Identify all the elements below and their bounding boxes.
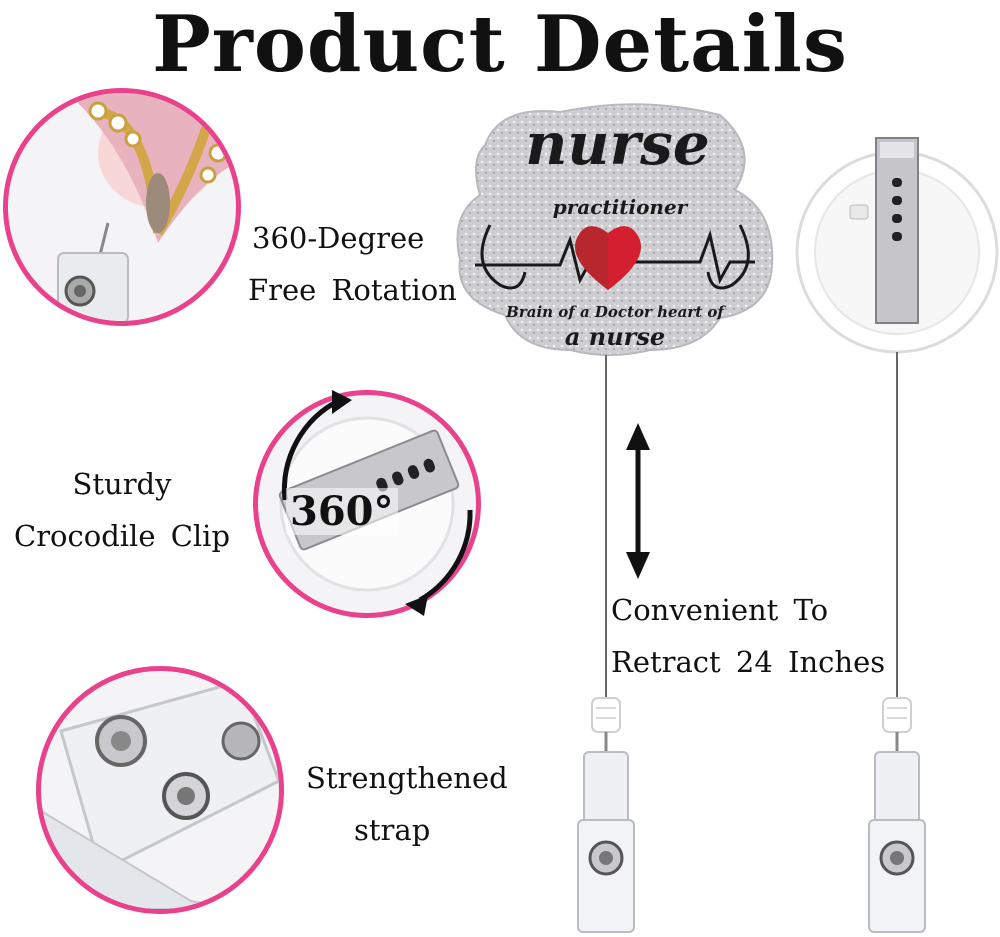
badge-subtitle: practitioner: [552, 195, 688, 219]
id-clip-left-icon: [577, 697, 635, 933]
rotation-degree-label: 360°: [286, 488, 398, 535]
feature-label-retract: Convenient To Retract 24 Inches: [611, 584, 886, 688]
feature-label-strap: Strengthened strap: [306, 761, 508, 847]
strap-snap-icon: [41, 679, 279, 909]
stethoscope-heartbeat-icon: [475, 224, 755, 290]
double-arrow-icon: [626, 423, 650, 579]
rotation-detail-circle: [3, 88, 241, 326]
badge-slogan: Brain of a Doctor heart of: [506, 303, 724, 321]
badge-title: nurse: [525, 110, 710, 178]
rhinestone-butterfly-icon: [57, 93, 236, 321]
feature-label-clip: Sturdy Crocodile Clip: [14, 467, 231, 553]
strap-detail-circle: [36, 666, 284, 914]
page-title: Product Details: [152, 0, 848, 90]
brain-heart-icon: [574, 226, 642, 290]
badge-slogan-end: a nurse: [564, 322, 666, 351]
id-clip-right-icon: [868, 697, 926, 933]
feature-label-rotation: 360-Degree Free Rotation: [248, 221, 457, 307]
